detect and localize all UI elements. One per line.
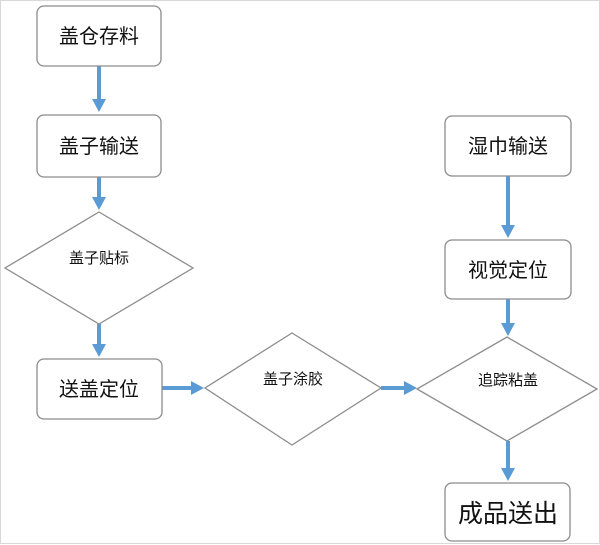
node-wipes-conveying: 湿巾输送 bbox=[444, 115, 572, 177]
arrow-storage-to-conveying bbox=[92, 66, 106, 112]
node-product-output: 成品送出 bbox=[444, 482, 571, 542]
node-tracking-capping-label: 追踪粘盖 bbox=[478, 371, 538, 389]
node-tracking-capping: 追踪粘盖 bbox=[415, 336, 599, 442]
arrow-wipes-to-vision bbox=[501, 176, 515, 238]
node-cap-gluing-label: 盖子涂胶 bbox=[263, 370, 323, 388]
node-cap-positioning: 送盖定位 bbox=[36, 358, 163, 420]
node-cap-labeling: 盖子贴标 bbox=[3, 211, 195, 325]
node-cap-labeling-label: 盖子贴标 bbox=[69, 249, 129, 267]
arrow-conveying-to-labeling bbox=[92, 177, 106, 210]
arrow-vision-to-tracking bbox=[501, 299, 515, 336]
arrow-labeling-to-positioning bbox=[92, 324, 106, 357]
arrow-positioning-to-gluing bbox=[162, 381, 204, 395]
node-product-output-label: 成品送出 bbox=[458, 499, 558, 528]
node-cap-positioning-label: 送盖定位 bbox=[59, 377, 139, 401]
node-vision-positioning: 视觉定位 bbox=[444, 239, 572, 300]
node-cap-storage: 盖仓存料 bbox=[36, 5, 162, 67]
node-cap-conveying: 盖子输送 bbox=[36, 114, 162, 178]
node-wipes-conveying-label: 湿巾输送 bbox=[468, 134, 548, 158]
arrow-tracking-to-output bbox=[501, 441, 515, 481]
arrow-gluing-to-tracking bbox=[381, 381, 417, 395]
node-vision-positioning-label: 视觉定位 bbox=[468, 258, 548, 282]
node-cap-storage-label: 盖仓存料 bbox=[59, 24, 139, 48]
node-cap-gluing: 盖子涂胶 bbox=[203, 332, 383, 446]
node-cap-conveying-label: 盖子输送 bbox=[59, 134, 139, 158]
